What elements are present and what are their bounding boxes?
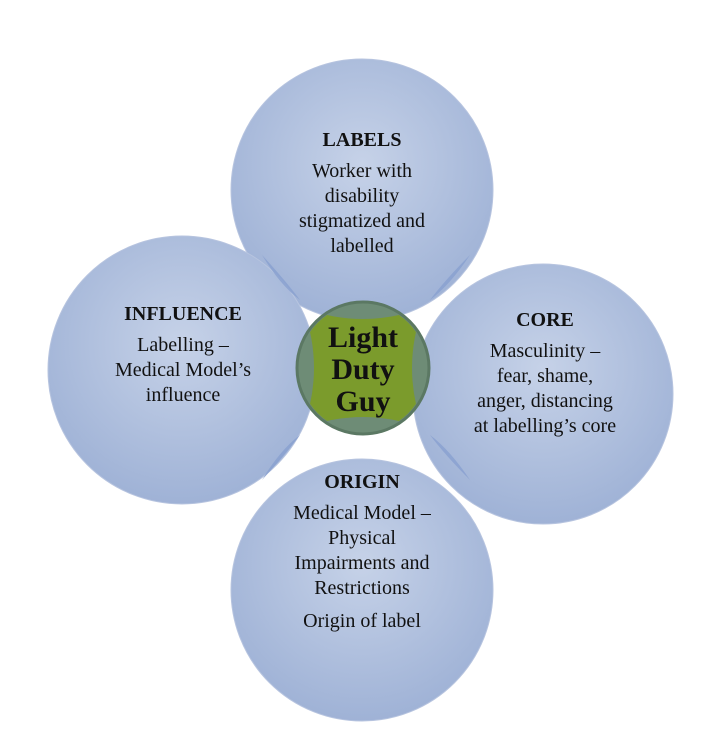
text-line: Origin of label — [303, 610, 421, 632]
text-line: Restrictions — [314, 577, 410, 599]
text-line: disability — [324, 185, 400, 207]
influence-text: INFLUENCE Labelling – Medical Model’s in… — [88, 302, 278, 408]
overlap-lenses — [262, 255, 470, 480]
core-heading: CORE — [516, 309, 574, 331]
text-line: labelled — [330, 235, 394, 257]
labels-text: LABELS Worker with disability stigmatize… — [262, 128, 462, 259]
origin-heading: ORIGIN — [324, 471, 400, 493]
center-line: Duty — [331, 353, 395, 386]
origin-text: ORIGIN Medical Model – Physical Impairme… — [262, 470, 462, 634]
circle-origin — [230, 458, 494, 722]
text-line: anger, distancing — [477, 390, 613, 412]
center-line: Light — [327, 321, 399, 354]
text-line: Impairments and — [294, 552, 430, 574]
text-line: stigmatized and — [298, 210, 426, 232]
text-line: fear, shame, — [496, 365, 594, 387]
text-line: Medical Model’s — [114, 359, 252, 381]
center-line: Guy — [335, 385, 391, 418]
text-line: Physical — [328, 527, 396, 549]
labels-heading: LABELS — [322, 129, 402, 151]
center-circle — [295, 300, 431, 436]
text-line: Masculinity – — [489, 340, 601, 362]
text-line: Worker with — [311, 160, 413, 182]
influence-heading: INFLUENCE — [124, 303, 242, 325]
center-label: Light Duty Guy — [298, 322, 428, 418]
text-line: Labelling – — [137, 334, 229, 356]
text-line: at labelling’s core — [473, 415, 617, 437]
text-line: influence — [145, 384, 221, 406]
core-text: CORE Masculinity – fear, shame, anger, d… — [450, 308, 640, 439]
text-line: Medical Model – — [293, 502, 431, 524]
